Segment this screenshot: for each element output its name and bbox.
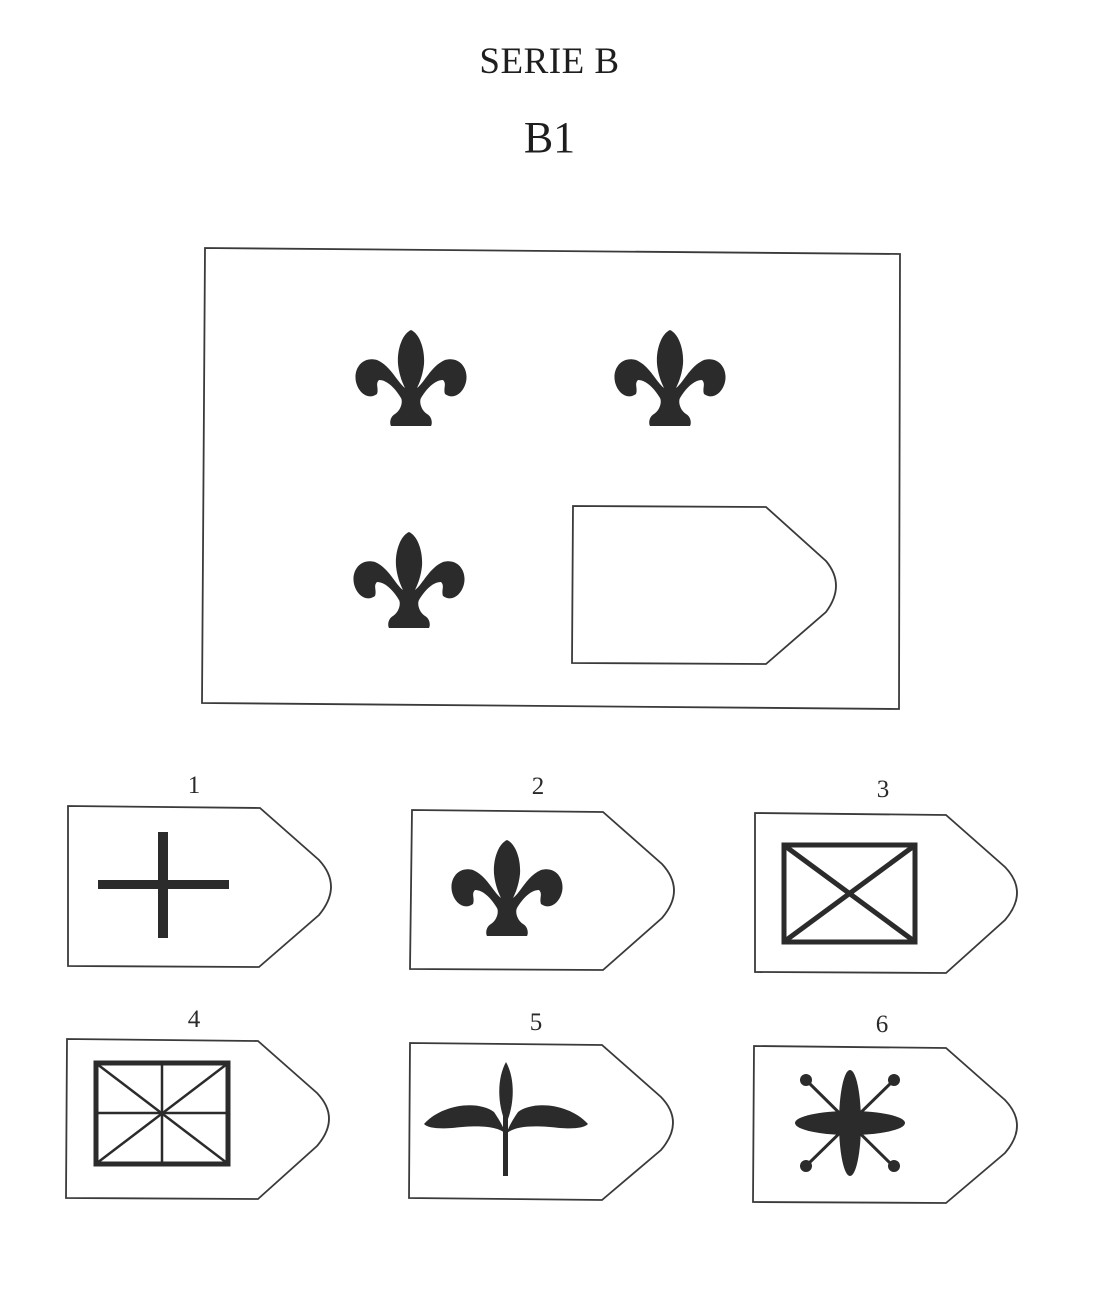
matrix-frame <box>201 247 901 710</box>
matrix-cell-3 <box>353 532 465 628</box>
fleur-de-lis-icon <box>355 330 467 426</box>
fleur-de-lis-icon <box>451 840 563 936</box>
option-number: 1 <box>188 772 201 799</box>
option-number: 5 <box>530 1009 543 1036</box>
option-number: 2 <box>532 773 545 800</box>
option-3[interactable]: 3 <box>754 776 1018 974</box>
option-number: 6 <box>876 1011 889 1038</box>
option-number: 4 <box>188 1006 201 1033</box>
option-6[interactable]: 6 <box>752 1011 1018 1204</box>
fleur-de-lis-icon <box>353 532 465 628</box>
option-5[interactable]: 5 <box>408 1009 674 1201</box>
box-with-star-grid-icon <box>93 1060 231 1167</box>
option-2[interactable]: 2 <box>409 773 675 971</box>
matrix-answer-slot[interactable] <box>571 505 837 665</box>
option-4[interactable]: 4 <box>65 1006 330 1200</box>
matrix-cell-1 <box>355 330 467 426</box>
matrix-cell-2 <box>614 330 726 426</box>
plus-cross-icon <box>98 832 229 938</box>
option-number: 3 <box>877 776 890 803</box>
item-title: B1 <box>523 113 576 162</box>
option-1[interactable]: 1 <box>67 772 332 968</box>
fleur-de-lis-icon <box>614 330 726 426</box>
leaf-sprig-icon <box>424 1062 588 1176</box>
box-with-x-icon <box>781 842 918 945</box>
series-title: SERIE B <box>479 41 620 82</box>
flower-with-pins-icon <box>795 1070 905 1176</box>
